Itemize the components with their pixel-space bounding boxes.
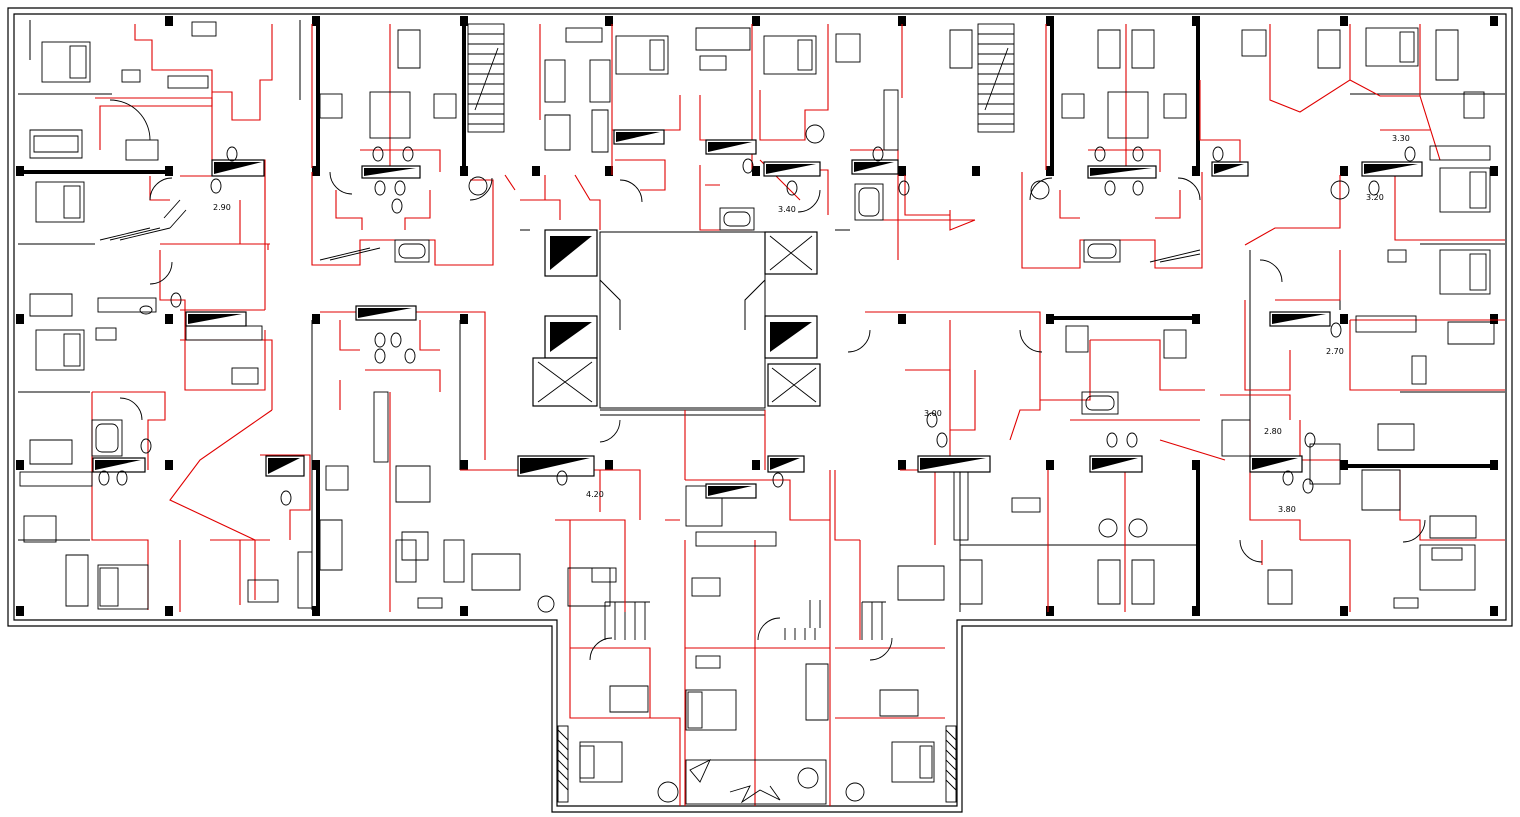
door-swings (109, 99, 1426, 661)
area-label: 2.70 (1326, 347, 1344, 356)
toilet-icon (98, 146, 1416, 506)
area-label: 3.00 (924, 409, 942, 418)
kitchen-counters (19, 75, 1491, 609)
area-labels: 2.90 3.40 3.30 3.20 2.70 3.00 4.20 2.80 … (213, 134, 1410, 514)
dining-table-icon (23, 21, 1485, 669)
red-walls (91, 24, 1505, 806)
bathtub-icon (91, 183, 1251, 527)
thick-walls (22, 20, 1490, 608)
plant-icon (468, 124, 1350, 805)
central-core (532, 229, 821, 409)
area-label: 3.80 (1278, 505, 1296, 514)
balcony-planters (99, 199, 1201, 803)
sofa-icon (29, 27, 1495, 721)
area-label: 2.90 (213, 203, 231, 212)
area-label: 4.20 (586, 490, 604, 499)
building-outline (7, 7, 1513, 813)
area-label: 3.20 (1366, 193, 1384, 202)
vanity-counters (92, 129, 1423, 499)
area-label: 3.30 (1392, 134, 1410, 143)
area-label: 3.40 (778, 205, 796, 214)
bed-icon (35, 27, 1491, 783)
stair-icon (467, 23, 1015, 640)
area-label: 2.80 (1264, 427, 1282, 436)
